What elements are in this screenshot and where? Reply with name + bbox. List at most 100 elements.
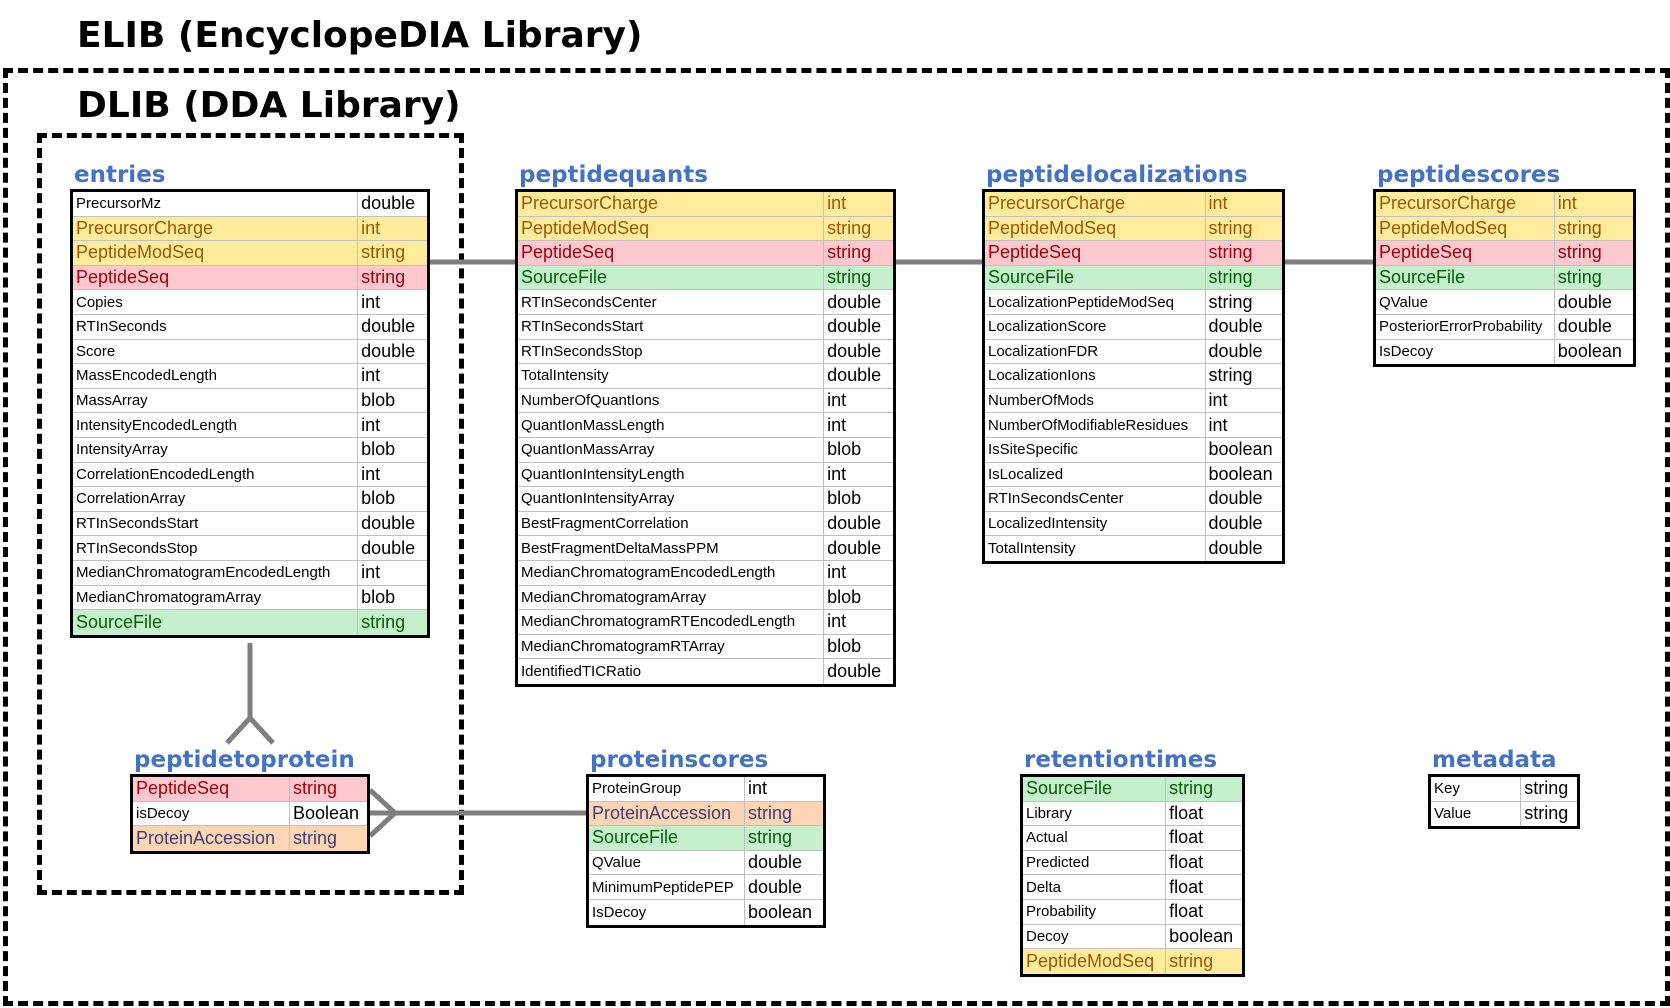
field-type: blob [361, 488, 396, 509]
field-name: PeptideSeq [985, 241, 1206, 265]
field-type: blob [361, 586, 396, 607]
field-name: isDecoy [133, 801, 290, 826]
field-type: blob [827, 439, 862, 460]
field-name: IdentifiedTICRatio [518, 659, 825, 684]
field-type: int [827, 193, 847, 214]
field-type: boolean [1208, 439, 1273, 460]
field-type: string [747, 827, 792, 848]
field-name: QValue [589, 850, 745, 875]
field-type: boolean [1208, 463, 1273, 484]
field-type: double [1208, 488, 1263, 509]
field-type: int [827, 390, 847, 411]
field-name: PrecursorMz [73, 192, 359, 216]
field-name: LocalizationIons [985, 364, 1206, 388]
field-type: float [1169, 876, 1204, 897]
field-type: int [747, 778, 767, 799]
field-name: IntensityEncodedLength [73, 413, 359, 437]
field-name: MedianChromatogramEncodedLength [73, 560, 359, 585]
field-name: IsDecoy [1376, 339, 1555, 365]
field-name: PeptideSeq [73, 265, 359, 290]
table-title-retentiontimes: retentiontimes [1024, 747, 1218, 773]
field-type: float [1169, 802, 1204, 823]
field-name: MedianChromatogramArray [73, 585, 359, 610]
field-name: QuantIonMassLength [518, 413, 825, 437]
field-name: SourceFile [1376, 265, 1555, 290]
field-type: float [1169, 852, 1204, 873]
field-name: RTInSecondsStop [73, 536, 359, 560]
field-type: double [827, 661, 882, 682]
table-title-peptidetoprotein: peptidetoprotein [134, 747, 355, 773]
table-title-peptidescores: peptidescores [1377, 162, 1561, 188]
field-name: Copies [73, 290, 359, 314]
field-name: PrecursorCharge [985, 192, 1206, 216]
field-type: double [361, 340, 416, 361]
field-type: string [747, 802, 792, 823]
field-name: SourceFile [73, 610, 359, 635]
field-type: float [1169, 827, 1204, 848]
field-type: int [361, 217, 381, 238]
field-type: string [1208, 365, 1253, 386]
field-name: Score [73, 339, 359, 364]
field-type: string [292, 827, 337, 848]
field-name: SourceFile [518, 265, 825, 290]
field-type: int [827, 611, 847, 632]
field-name: QuantIonIntensityLength [518, 462, 825, 487]
field-name: Value [1431, 801, 1522, 827]
field-name: RTInSeconds [73, 314, 359, 339]
field-type: boolean [1557, 341, 1622, 362]
field-name: Predicted [1023, 850, 1167, 875]
field-type: string [361, 611, 406, 632]
field-type: double [361, 193, 416, 214]
field-type: string [1208, 267, 1253, 288]
field-type: string [361, 242, 406, 263]
field-name: Library [1023, 801, 1167, 826]
field-name: TotalIntensity [518, 364, 825, 388]
field-name: IsDecoy [589, 899, 745, 925]
field-type: blob [361, 390, 396, 411]
field-name: LocalizationScore [985, 314, 1206, 339]
table-title-peptidelocalizations: peptidelocalizations [986, 162, 1248, 188]
field-type: string [827, 217, 872, 238]
